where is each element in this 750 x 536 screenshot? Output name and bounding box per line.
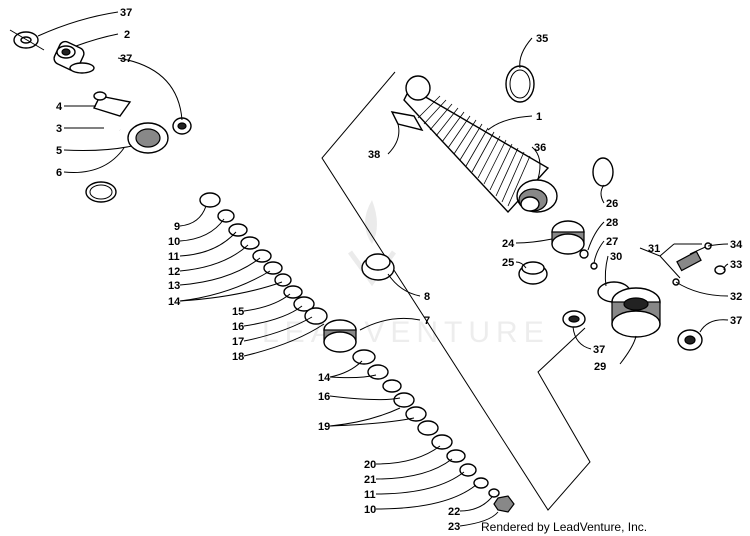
part-valve-31	[659, 242, 713, 279]
render-credit: Rendered by LeadVenture, Inc.	[481, 520, 648, 534]
callout-10-lower: 10	[364, 504, 376, 516]
part-bushing-37d	[677, 329, 703, 351]
callout-35: 35	[536, 33, 548, 45]
callout-27: 27	[606, 236, 618, 248]
part-oring-6	[85, 181, 117, 203]
callout-11-lower: 11	[364, 489, 376, 501]
part-spring-body	[403, 75, 550, 214]
callout-10-upper: 10	[168, 236, 180, 248]
part-band-8	[361, 253, 395, 281]
part-bushing-right	[172, 117, 192, 135]
callout-31: 31	[648, 243, 660, 255]
callout-20: 20	[364, 459, 376, 471]
callout-12: 12	[168, 266, 180, 278]
part-housing-29	[611, 287, 661, 338]
part-valve-27	[590, 262, 598, 270]
part-collar-36	[516, 179, 558, 213]
watermark-logo: LEADVENTURE	[262, 200, 544, 349]
part-nut	[488, 488, 515, 513]
part-decal-38	[390, 111, 424, 132]
callout-5: 5	[56, 145, 62, 157]
part-cap-24	[551, 220, 585, 255]
part-piston	[323, 319, 357, 353]
callout-28: 28	[606, 217, 618, 229]
callout-37-top: 37	[120, 7, 132, 19]
callout-17: 17	[232, 336, 244, 348]
part-oring-35	[505, 65, 535, 103]
callout-11-upper: 11	[168, 251, 180, 263]
callout-16-lower: 16	[318, 391, 330, 403]
part-oring-26	[592, 157, 614, 187]
callout-33: 33	[730, 259, 742, 271]
callout-37-left: 37	[593, 344, 605, 356]
part-oring-28	[579, 249, 589, 259]
shim-stack-left	[199, 192, 328, 325]
callout-29: 29	[594, 361, 606, 373]
part-washer-33	[714, 265, 726, 275]
callout-8: 8	[424, 291, 430, 303]
callout-22: 22	[448, 506, 460, 518]
part-eyelet	[53, 40, 95, 74]
callout-18: 18	[232, 351, 244, 363]
callout-labels: 37 2 37 4 3 5 6 9 10 11 12 13 14 15 16 1…	[56, 7, 743, 533]
callout-14-lower: 14	[318, 372, 331, 384]
part-ring-25	[518, 261, 548, 285]
callout-19: 19	[318, 421, 330, 433]
callout-6: 6	[56, 167, 62, 179]
callout-14-upper: 14	[168, 296, 181, 308]
callout-26: 26	[606, 198, 618, 210]
callout-21: 21	[364, 474, 376, 486]
callout-16-upper: 16	[232, 321, 244, 333]
callout-15: 15	[232, 306, 244, 318]
shim-stack-lower	[352, 349, 489, 489]
callout-36: 36	[534, 142, 546, 154]
callout-2: 2	[124, 29, 130, 41]
callout-1: 1	[536, 111, 542, 123]
callout-37-right: 37	[730, 315, 742, 327]
callout-4: 4	[56, 101, 63, 113]
callout-37-shaft: 37	[120, 53, 132, 65]
part-bushing-top	[9, 29, 45, 51]
callout-34: 34	[730, 239, 743, 251]
callout-9: 9	[174, 221, 180, 233]
part-bushing-37c	[562, 310, 586, 328]
callout-23: 23	[448, 521, 460, 533]
callout-38: 38	[368, 149, 380, 161]
assembly-bracket	[321, 71, 591, 511]
leader-lines	[37, 11, 729, 527]
callout-25: 25	[502, 257, 514, 269]
callout-13: 13	[168, 280, 180, 292]
callout-30: 30	[610, 251, 622, 263]
part-shaft	[93, 91, 206, 197]
callout-24: 24	[502, 238, 515, 250]
callout-3: 3	[56, 123, 62, 135]
callout-32: 32	[730, 291, 742, 303]
callout-7: 7	[424, 315, 430, 327]
